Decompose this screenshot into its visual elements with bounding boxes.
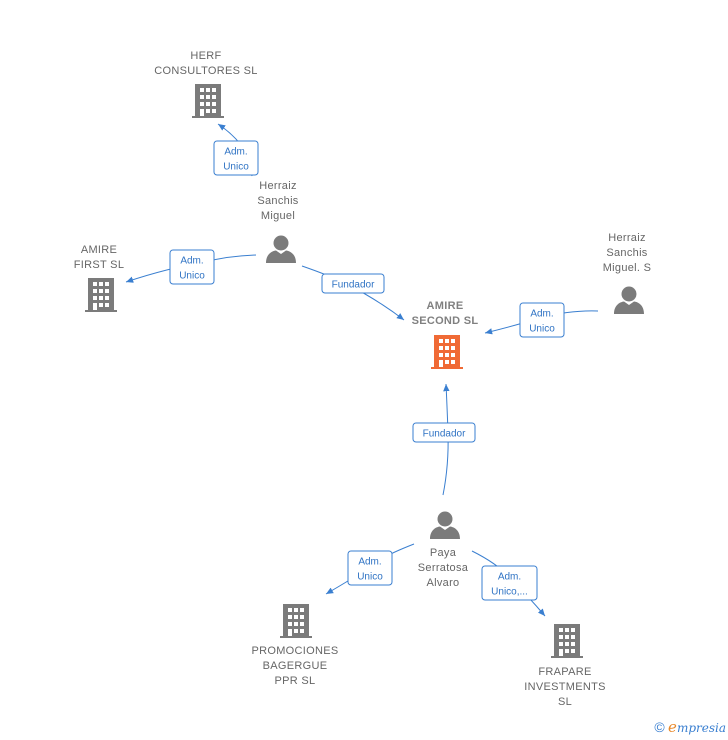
node-herf[interactable]: HERF CONSULTORES SL	[154, 50, 257, 118]
copyright-symbol: ©	[654, 719, 665, 735]
node-label-line: BAGERGUE	[263, 660, 328, 672]
edge-paya-amire_second: Fundador	[412, 383, 476, 496]
node-label-line: AMIRE	[427, 300, 464, 312]
person-icon	[430, 511, 460, 539]
node-label-line: Serratosa	[418, 562, 469, 574]
node-frapare[interactable]: FRAPARE INVESTMENTS SL	[524, 624, 606, 708]
node-amire-second[interactable]: AMIRE SECOND SL	[412, 300, 479, 369]
node-label-line: Alvaro	[427, 577, 460, 589]
edge-label-text: Fundador	[423, 429, 466, 440]
node-label-line: CONSULTORES SL	[154, 65, 257, 77]
edge-paya-frapare: Adm. Unico,...	[471, 550, 546, 617]
nodes-layer: HERF CONSULTORES SL AMIRE FIRST SL AMIRE SECO…	[74, 50, 652, 708]
edge-label-text: Fundador	[332, 280, 375, 291]
node-label-line: Sanchis	[257, 195, 298, 207]
node-label-line: Sanchis	[606, 247, 647, 259]
edge-label-text: Adm.	[498, 572, 521, 583]
node-label-line: Herraiz	[608, 232, 646, 244]
node-label-line: SECOND SL	[412, 315, 479, 327]
edge-label-text: Adm.	[224, 147, 247, 158]
edge-label-text: Unico,...	[491, 587, 528, 598]
edge-label-text: Unico	[357, 572, 383, 583]
edge-label-text: Unico	[529, 324, 555, 335]
edge-label-text: Unico	[179, 271, 205, 282]
edge-herraiz1-amire_second: Fundador	[301, 265, 405, 321]
edge-herraiz2-amire_second: Adm. Unico	[484, 302, 599, 338]
edge-label-text: Unico	[223, 162, 249, 173]
node-label-line: INVESTMENTS	[524, 681, 606, 693]
node-amire-first[interactable]: AMIRE FIRST SL	[74, 244, 125, 312]
node-label-line: HERF	[190, 50, 221, 62]
edge-herraiz1-herf: Adm. Unico	[213, 123, 259, 177]
node-label-line: Miguel. S	[603, 262, 652, 274]
edge-label-text: Adm.	[180, 256, 203, 267]
edge-label-box[interactable]	[169, 249, 215, 285]
node-label-line: FRAPARE	[538, 666, 591, 678]
node-label-line: PPR SL	[275, 675, 316, 687]
building-icon	[551, 624, 583, 658]
edges-layer: Adm.UnicoAdm.UnicoFundadorAdm.UnicoFunda…	[125, 123, 599, 617]
edge-label-box[interactable]	[519, 302, 565, 338]
person-icon	[266, 235, 296, 263]
building-icon	[431, 335, 463, 369]
edge-label-box[interactable]	[412, 422, 476, 443]
building-icon	[85, 278, 117, 312]
node-label-line: AMIRE	[81, 244, 117, 256]
node-label-line: Miguel	[261, 210, 295, 222]
edge-label-text: Adm.	[358, 557, 381, 568]
node-label-line: SL	[558, 696, 572, 708]
edge-label-text: Adm.	[530, 309, 553, 320]
edge-label-box[interactable]	[213, 140, 259, 176]
node-label-line: Herraiz	[259, 180, 297, 192]
edge-herraiz1-amire_first: Adm. Unico	[125, 249, 257, 285]
node-promociones[interactable]: PROMOCIONES BAGERGUE PPR SL	[251, 604, 338, 687]
footer-brand: © empresia	[654, 718, 726, 736]
building-icon	[280, 604, 312, 638]
brand-logo: empresia	[668, 718, 726, 736]
building-icon	[192, 84, 224, 118]
node-label-line: Paya	[430, 547, 457, 559]
edge-label-box[interactable]	[481, 565, 538, 601]
edge-label-box[interactable]	[321, 273, 385, 294]
person-icon	[614, 286, 644, 314]
edge-paya-promociones: Adm. Unico	[325, 543, 415, 595]
node-label-line: FIRST SL	[74, 259, 125, 271]
edge-label-box[interactable]	[347, 550, 393, 586]
node-label-line: PROMOCIONES	[251, 645, 338, 657]
